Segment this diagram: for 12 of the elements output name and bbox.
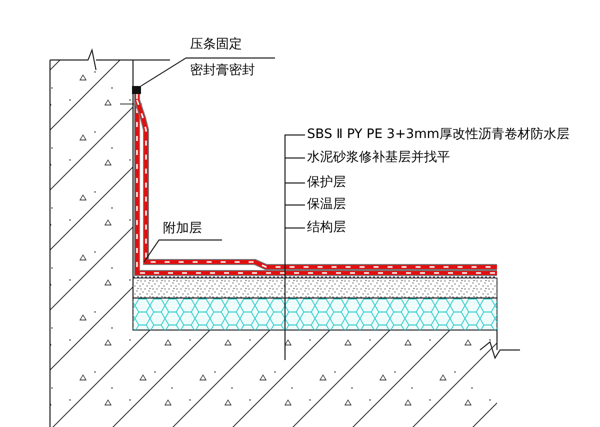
callout-text: 结构层 [307, 219, 346, 237]
callout-text: 水泥砂浆修补基层并找平 [307, 149, 450, 167]
sealant-block [132, 86, 141, 94]
callout-text: 密封膏密封 [190, 62, 255, 80]
leader-line [144, 240, 222, 262]
callout-text: 保护层 [307, 174, 346, 192]
callout-text: 保温层 [307, 196, 346, 214]
leader-line [140, 58, 276, 86]
callout-text: SBS Ⅱ PY PE 3+3mm厚改性沥青卷材防水层 [307, 126, 570, 144]
callout-text: 压条固定 [190, 36, 243, 54]
callout-text: 附加层 [163, 220, 202, 238]
leader-line [284, 228, 306, 360]
